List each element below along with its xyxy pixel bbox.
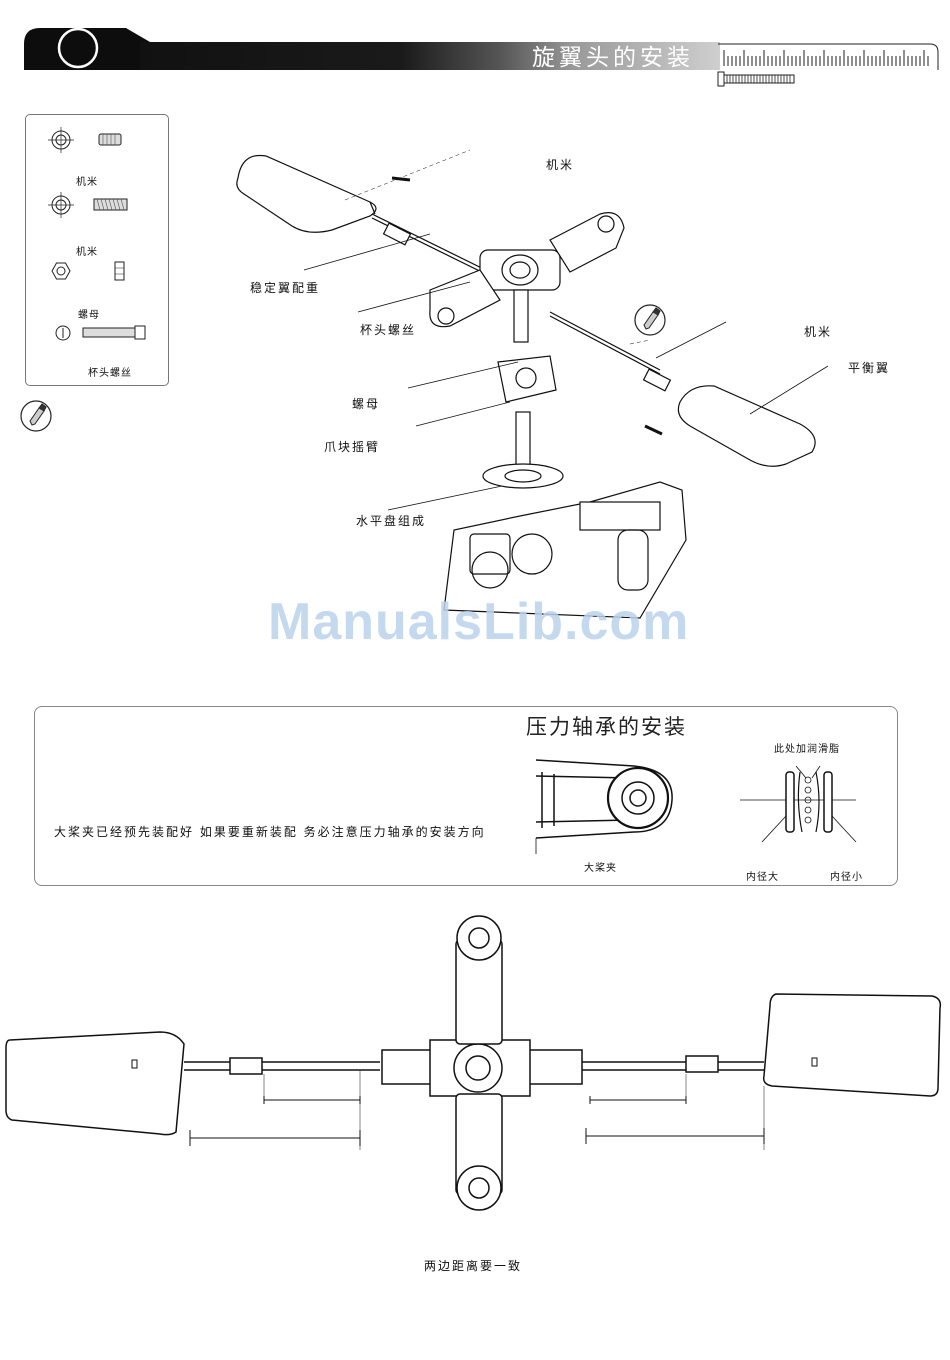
label-claw-arm: 爪块摇臂: [324, 438, 380, 455]
label-flybar-paddle: 平衡翼: [848, 359, 890, 376]
label-set-screw-right: 机米: [804, 323, 832, 340]
rotor-head-exploded-diagram: [220, 130, 860, 650]
set-screw-icon: [48, 127, 74, 153]
label-blade-grip: 大桨夹: [584, 859, 617, 874]
bearing-section-title: 压力轴承的安装: [526, 711, 687, 741]
label-nut: 螺母: [352, 395, 380, 412]
label-small-inner-diameter: 内径小: [830, 868, 863, 883]
parts-label-nut: 螺母: [78, 306, 100, 321]
parts-label-cup-screw: 杯头螺丝: [88, 364, 132, 379]
nut-icon: [52, 263, 70, 279]
parts-label-set-screw-1: 机米: [76, 173, 98, 188]
ruler-ticks-icon: [718, 40, 950, 90]
set-screw-icon: [48, 192, 74, 218]
threadlock-icon: [20, 400, 54, 434]
cup-screw-icon: [56, 326, 70, 340]
rotor-head-top-view: [0, 910, 950, 1230]
label-cup-screw: 杯头螺丝: [360, 321, 416, 338]
watermark: ManualsLib.com: [268, 592, 689, 652]
thrust-bearing-illustration: [740, 756, 880, 866]
page-title: 旋翼头的安装: [532, 38, 694, 72]
parts-illustrations: [25, 114, 175, 394]
label-grease-here: 此处加润滑脂: [774, 740, 840, 755]
bottom-caption: 两边距离要一致: [424, 1257, 522, 1274]
threadlock-icon: [634, 304, 668, 338]
blade-grip-illustration: [534, 752, 684, 862]
bearing-note: 大桨夹已经预先装配好 如果要重新装配 务必注意压力轴承的安装方向: [54, 826, 504, 839]
label-swashplate: 水平盘组成: [356, 512, 426, 529]
label-large-inner-diameter: 内径大: [746, 868, 779, 883]
label-stabilizer-weight: 稳定翼配重: [250, 279, 320, 296]
label-set-screw-top: 机米: [546, 156, 574, 173]
parts-label-set-screw-2: 机米: [76, 243, 98, 258]
